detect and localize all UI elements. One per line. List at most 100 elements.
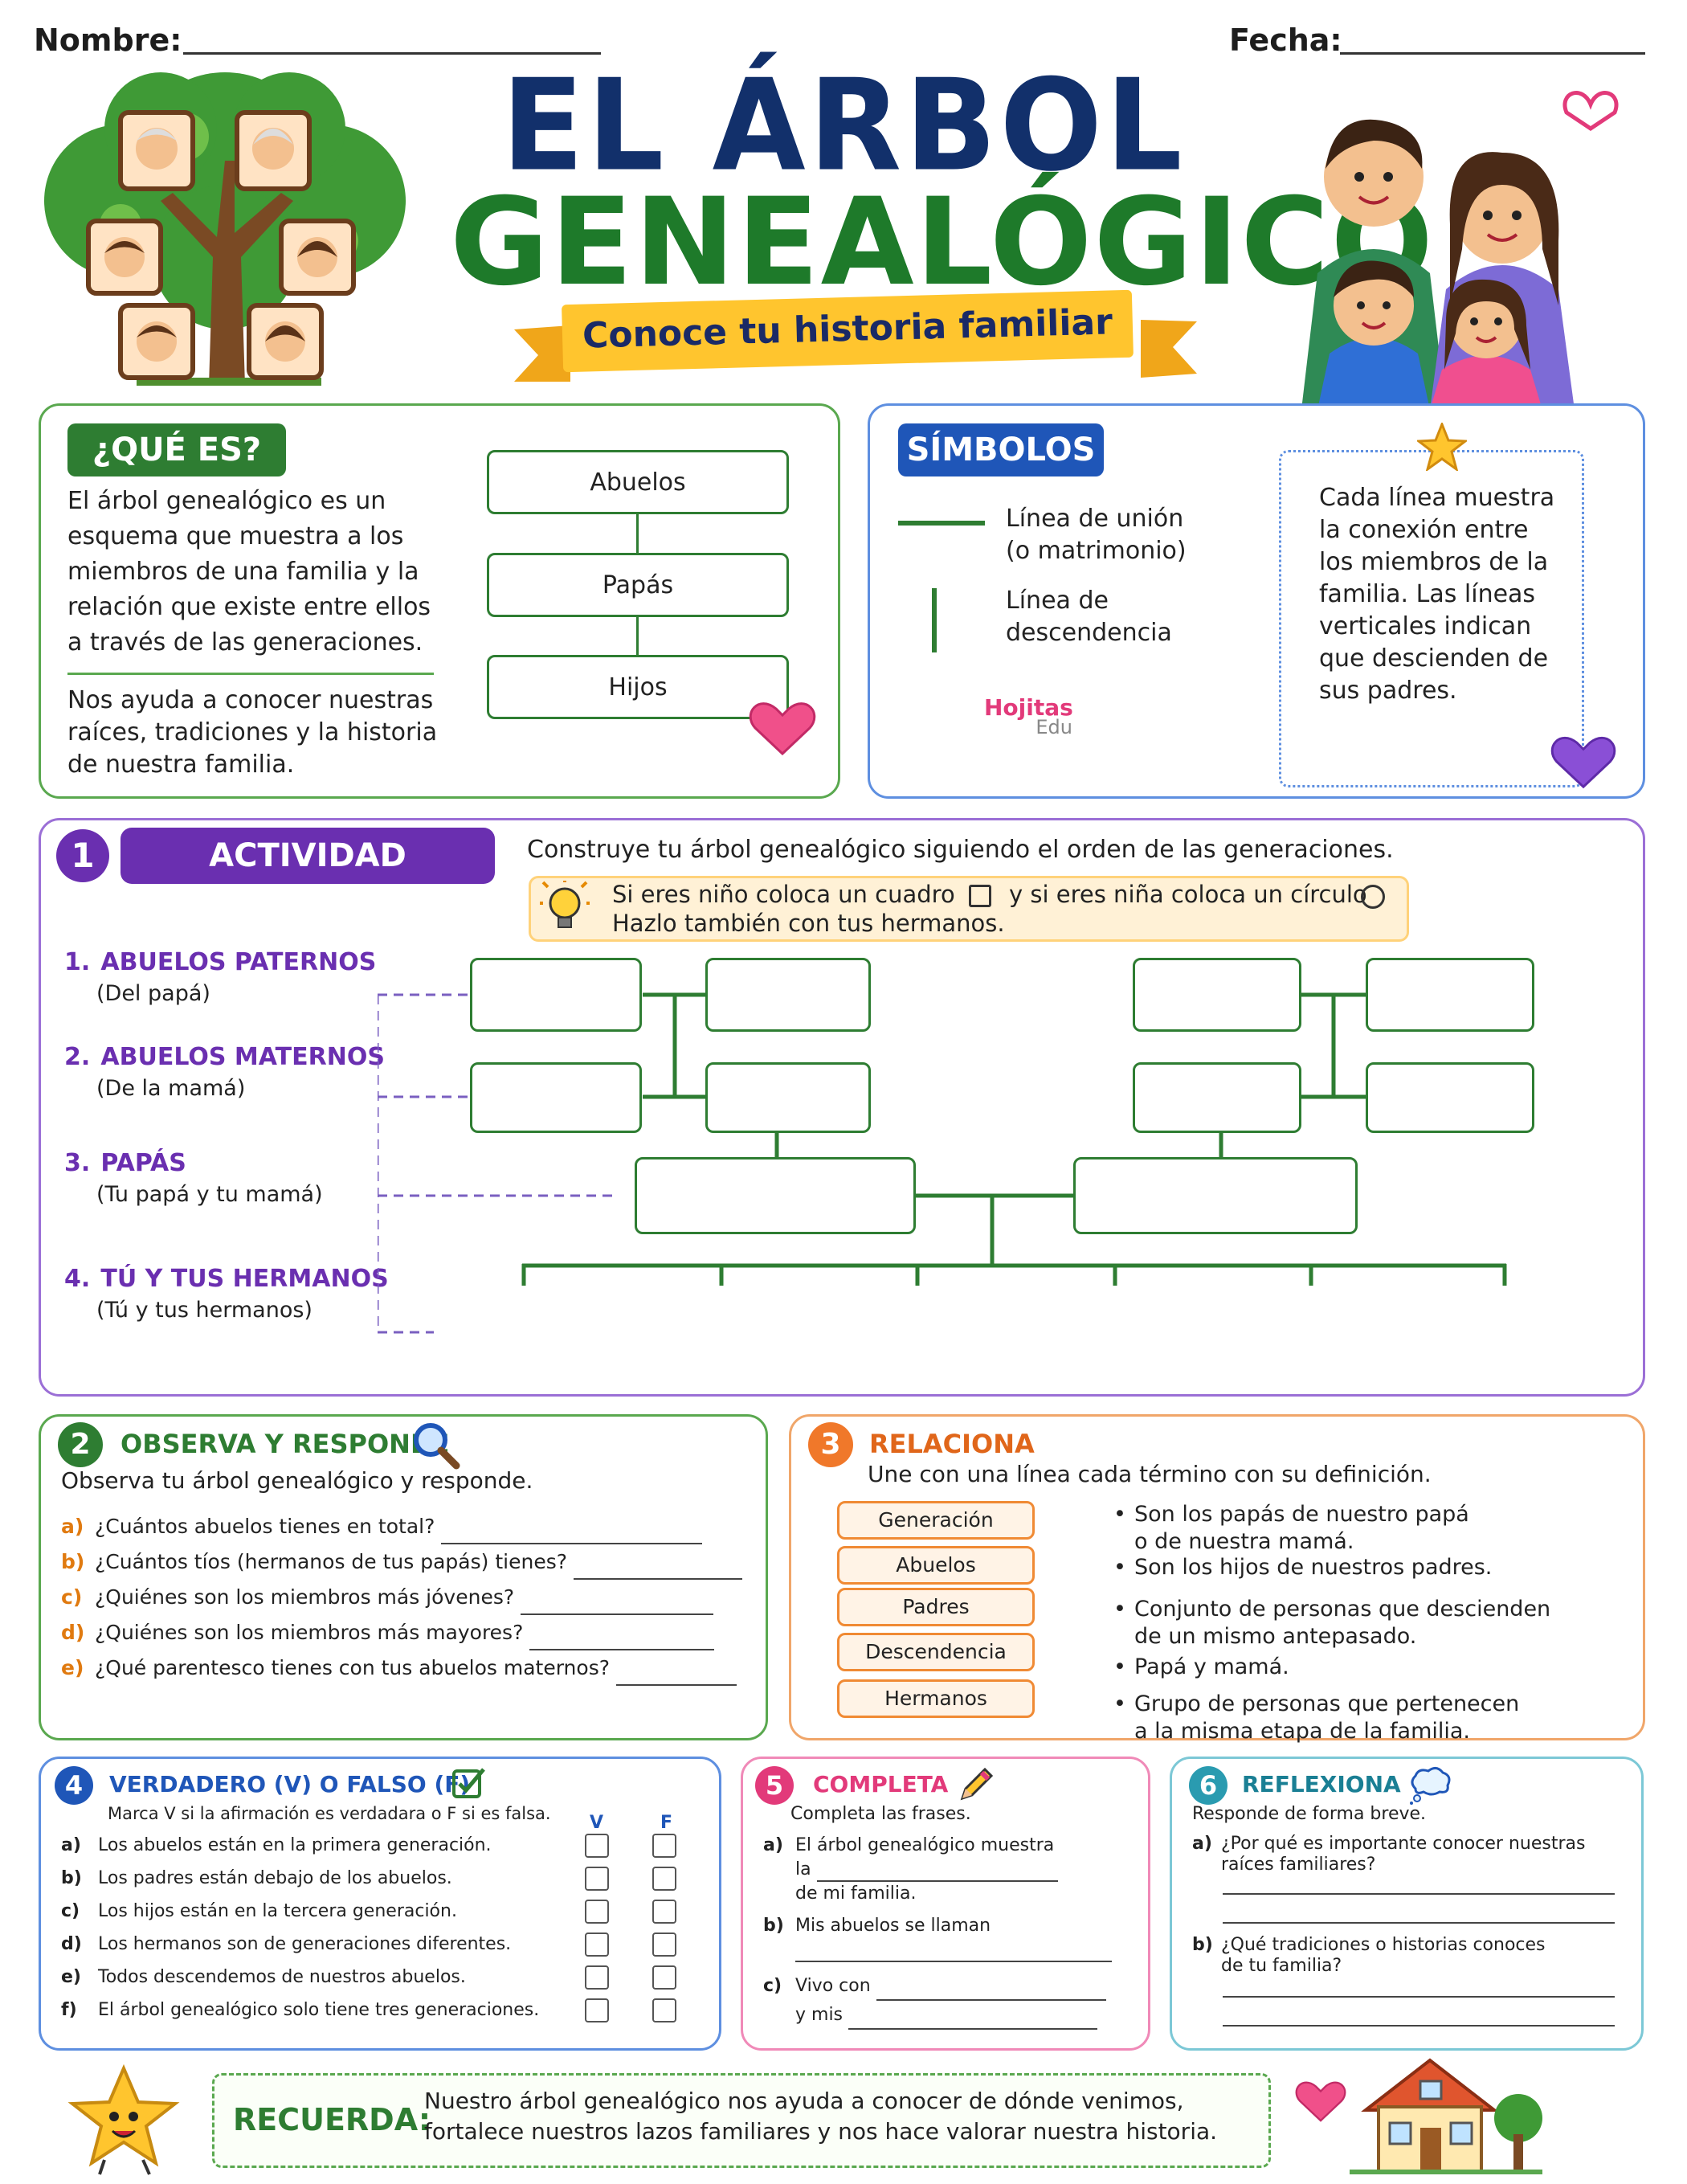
tree-box-right-top-2[interactable] [1366,958,1534,1032]
vf-b-v-checkbox[interactable] [585,1867,609,1891]
vf-b-f-checkbox[interactable] [652,1867,676,1891]
tree-box-right-mid-1[interactable] [1133,1062,1301,1133]
term-hermanos[interactable]: Hermanos [837,1679,1035,1718]
completa-a-blank[interactable] [816,1866,1058,1882]
answer-d-line[interactable] [529,1630,715,1650]
simbolos-tag: SÍMBOLOS [898,423,1104,476]
completa-a-line3: de mi familia. [795,1883,917,1904]
vf-c-f-checkbox[interactable] [652,1900,676,1924]
completa-a-line2: la [795,1859,811,1879]
answer-c-line[interactable] [521,1594,714,1615]
definition-5-line2: a la misma etapa de la familia. [1134,1719,1471,1744]
completa-a-key: a) [763,1835,783,1855]
checkbox-check-icon [452,1768,485,1798]
family-illustration [1301,91,1619,410]
heart-outline-icon [1562,91,1619,132]
vf-item-f-key: f) [61,2000,77,2020]
question-b: b)¿Cuántos tíos (hermanos de tus papás) … [61,1544,752,1580]
simbolos-note-text: Cada línea muestra la conexión entre los… [1319,484,1555,705]
vf-e-f-checkbox[interactable] [652,1965,676,1990]
term-padres[interactable]: Padres [837,1588,1035,1626]
tip-line-mid: y si eres niña coloca un círculo [1009,881,1367,908]
vf-c-v-checkbox[interactable] [585,1900,609,1924]
term-abuelos[interactable]: Abuelos [837,1546,1035,1585]
vf-a-f-checkbox[interactable] [652,1834,676,1858]
question-a-key: a) [61,1515,84,1538]
definition-2-line1: Son los hijos de nuestros padres. [1134,1555,1493,1580]
vf-item-f: f)El árbol genealógico solo tiene tres g… [61,1998,712,2033]
completa-c-blank-2[interactable] [848,2012,1098,2030]
reflexiona-a-line2: raíces familiares? [1221,1855,1376,1875]
tree-box-father[interactable] [635,1157,916,1234]
reflexiona-a-line1: ¿Por qué es importante conocer nuestras [1221,1834,1586,1854]
vf-d-v-checkbox[interactable] [585,1932,609,1957]
descent-line-symbol [932,588,937,652]
completa-b-blank[interactable] [795,1943,1112,1962]
union-line-label-2: (o matrimonio) [1006,537,1187,565]
reflexiona-b-answer-1[interactable] [1223,1996,1615,1998]
tree-box-paternal-grandmother[interactable] [705,958,871,1032]
definition-1-line1: Son los papás de nuestro papá [1134,1502,1469,1527]
question-a: a)¿Cuántos abuelos tienes en total? [61,1509,752,1544]
relaciona-number: 3 [808,1422,853,1467]
level-1-title: ABUELOS PATERNOS [100,948,377,976]
name-label: Nombre: [34,22,182,58]
vf-title: VERDADERO (V) O FALSO (F) [109,1771,471,1798]
term-descendencia[interactable]: Descendencia [837,1633,1035,1671]
reflexiona-a-answer-2[interactable] [1223,1922,1615,1924]
question-e-text: ¿Qué parentesco tienes con tus abuelos m… [95,1656,610,1679]
definition-4[interactable]: •Papá y mamá. [1109,1654,1623,1691]
definition-5-line1: Grupo de personas que pertenecen [1134,1691,1520,1716]
date-field[interactable] [1340,48,1645,55]
level-4-title: TÚ Y TUS HERMANOS [100,1265,389,1293]
question-d-text: ¿Quiénes son los miembros más mayores? [95,1621,524,1644]
question-e-key: e) [61,1656,84,1679]
descent-line-label-2: descendencia [1006,619,1172,647]
circle-symbol-icon [1361,885,1385,909]
vf-e-v-checkbox[interactable] [585,1965,609,1990]
definition-2[interactable]: •Son los hijos de nuestros padres. [1109,1554,1623,1596]
vf-intro: Marca V si la afirmación es verdadara o … [108,1804,551,1823]
level-1: 1. ABUELOS PATERNOS (Del papá) [64,948,376,1006]
vf-item-e-text: Todos descendemos de nuestros abuelos. [98,1967,466,1987]
reflexiona-b-line2: de tu familia? [1221,1956,1342,1976]
tree-box-maternal-grandmother[interactable] [705,1062,871,1133]
question-d-key: d) [61,1621,85,1644]
square-symbol-icon [969,885,991,907]
tree-box-maternal-grandfather[interactable] [470,1062,642,1133]
vf-item-b: b)Los padres están debajo de los abuelos… [61,1867,712,1901]
completa-number: 5 [755,1766,794,1805]
tree-box-right-top-1[interactable] [1133,958,1301,1032]
reflexiona-a-answer-1[interactable] [1223,1893,1615,1895]
question-b-key: b) [61,1550,85,1573]
name-field[interactable] [183,48,601,55]
answer-e-line[interactable] [615,1665,737,1686]
vf-a-v-checkbox[interactable] [585,1834,609,1858]
answer-b-line[interactable] [573,1559,742,1580]
term-generacion[interactable]: Generación [837,1501,1035,1540]
heart-icon [749,702,816,755]
tree-box-paternal-grandfather[interactable] [470,958,642,1032]
completa-c-blank-1[interactable] [876,1983,1106,2001]
answer-a-line[interactable] [441,1523,703,1544]
vf-f-f-checkbox[interactable] [652,1998,676,2022]
relaciona-title: RELACIONA [869,1429,1035,1459]
reflexiona-a-key: a) [1192,1834,1212,1854]
tip-line-1: Si eres niño coloca un cuadro [612,881,955,908]
star-icon [1417,423,1467,471]
actividad-number: 1 [56,829,109,882]
lightbulb-icon [540,881,590,928]
tree-box-mother[interactable] [1073,1157,1358,1234]
vf-f-v-checkbox[interactable] [585,1998,609,2022]
relaciona-intro: Une con una línea cada término con su de… [868,1461,1432,1487]
vf-d-f-checkbox[interactable] [652,1932,676,1957]
reflexiona-b-answer-2[interactable] [1223,2025,1615,2027]
tree-box-right-mid-2[interactable] [1366,1062,1534,1133]
question-e: e) ¿Qué parentesco tienes con tus abuelos… [61,1650,752,1686]
reflexiona-intro: Responde de forma breve. [1192,1804,1427,1824]
tree-template-lines [378,992,1507,1334]
